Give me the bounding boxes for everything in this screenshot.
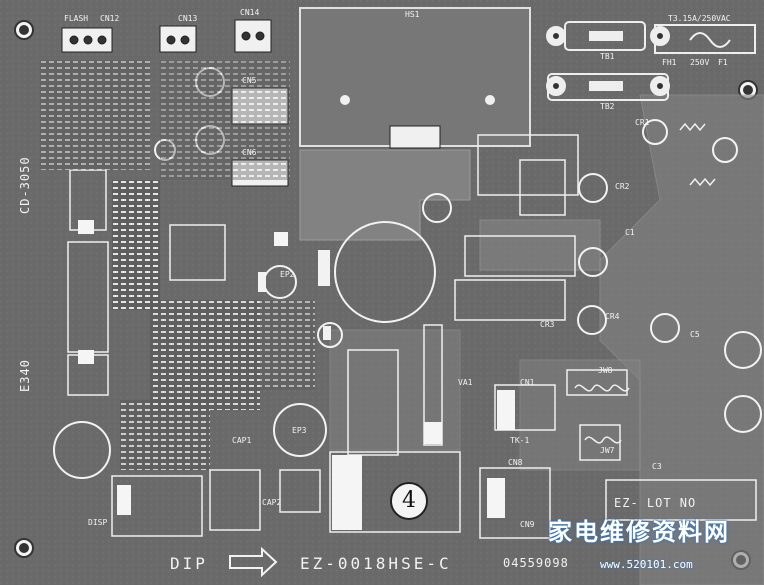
- silk-cap1: CAP1: [232, 436, 252, 445]
- power-traces: [299, 94, 764, 585]
- fuse-block: [546, 21, 756, 101]
- silk-c3: C3: [652, 462, 662, 471]
- silk-va1: VA1: [458, 378, 473, 387]
- silk-jw8: JW8: [598, 366, 613, 375]
- smd-area: [40, 60, 315, 470]
- silk-cr2: CR2: [615, 182, 630, 191]
- silk-power-label: FLASH: [64, 14, 89, 23]
- heatsink-hs1: [299, 7, 531, 147]
- silk-connector-cn1: CN1: [520, 378, 535, 387]
- dip-arrow: [229, 546, 278, 578]
- silk-connector-cn6: CN6: [242, 148, 257, 157]
- silk-tk1: TK-1: [510, 436, 530, 445]
- silk-fuse-voltage: 250V: [690, 58, 710, 67]
- silk-connector-cn8: CN8: [508, 458, 523, 467]
- silk-lot-label: EZ- LOT NO: [614, 496, 697, 510]
- capacitor-polarity-marks: [258, 250, 331, 340]
- silk-tb2: TB2: [600, 102, 615, 111]
- watermark-text: 家电维修资料网: [548, 518, 730, 546]
- silk-left-edge-label: CD-3050: [18, 156, 32, 214]
- silk-c1: C1: [625, 228, 635, 237]
- silk-board-part-number: EZ-0018HSE-C: [300, 554, 452, 573]
- silk-connector-cn14: CN14: [240, 8, 260, 17]
- silk-cr3: CR3: [540, 320, 555, 329]
- silk-dip-label: DIP: [170, 554, 208, 573]
- silk-connector-cn13: CN13: [178, 14, 198, 23]
- silk-fuse-rating: T3.15A/250VAC: [668, 14, 731, 23]
- silk-heatsink-label: HS1: [405, 10, 420, 19]
- silk-connector-cn12: CN12: [100, 14, 120, 23]
- silk-tb1: TB1: [600, 52, 615, 61]
- inductor-coils: [574, 122, 716, 444]
- silk-connector-cn9: CN9: [520, 520, 535, 529]
- silk-disp: DISP: [88, 518, 108, 527]
- silk-serial-tag: 04559098: [503, 556, 569, 570]
- silk-jw7: JW7: [600, 446, 615, 455]
- region-number-marker: 4: [390, 482, 428, 520]
- silk-f1: F1: [718, 58, 728, 67]
- silk-cap2: CAP2: [262, 498, 282, 507]
- silk-fh1: FH1: [662, 58, 677, 67]
- solder-pads: [78, 220, 515, 530]
- silk-cr4: CR4: [605, 312, 620, 321]
- silk-ep2: EP2: [280, 270, 295, 279]
- watermark-url: www.520101.com: [600, 558, 693, 571]
- silk-cr1: CR1: [635, 118, 650, 127]
- silk-connector-cn5: CN5: [242, 76, 257, 85]
- silk-ep3: EP3: [292, 426, 307, 435]
- silk-c5: C5: [690, 330, 700, 339]
- silk-left-edge-label-2: E340: [18, 359, 32, 392]
